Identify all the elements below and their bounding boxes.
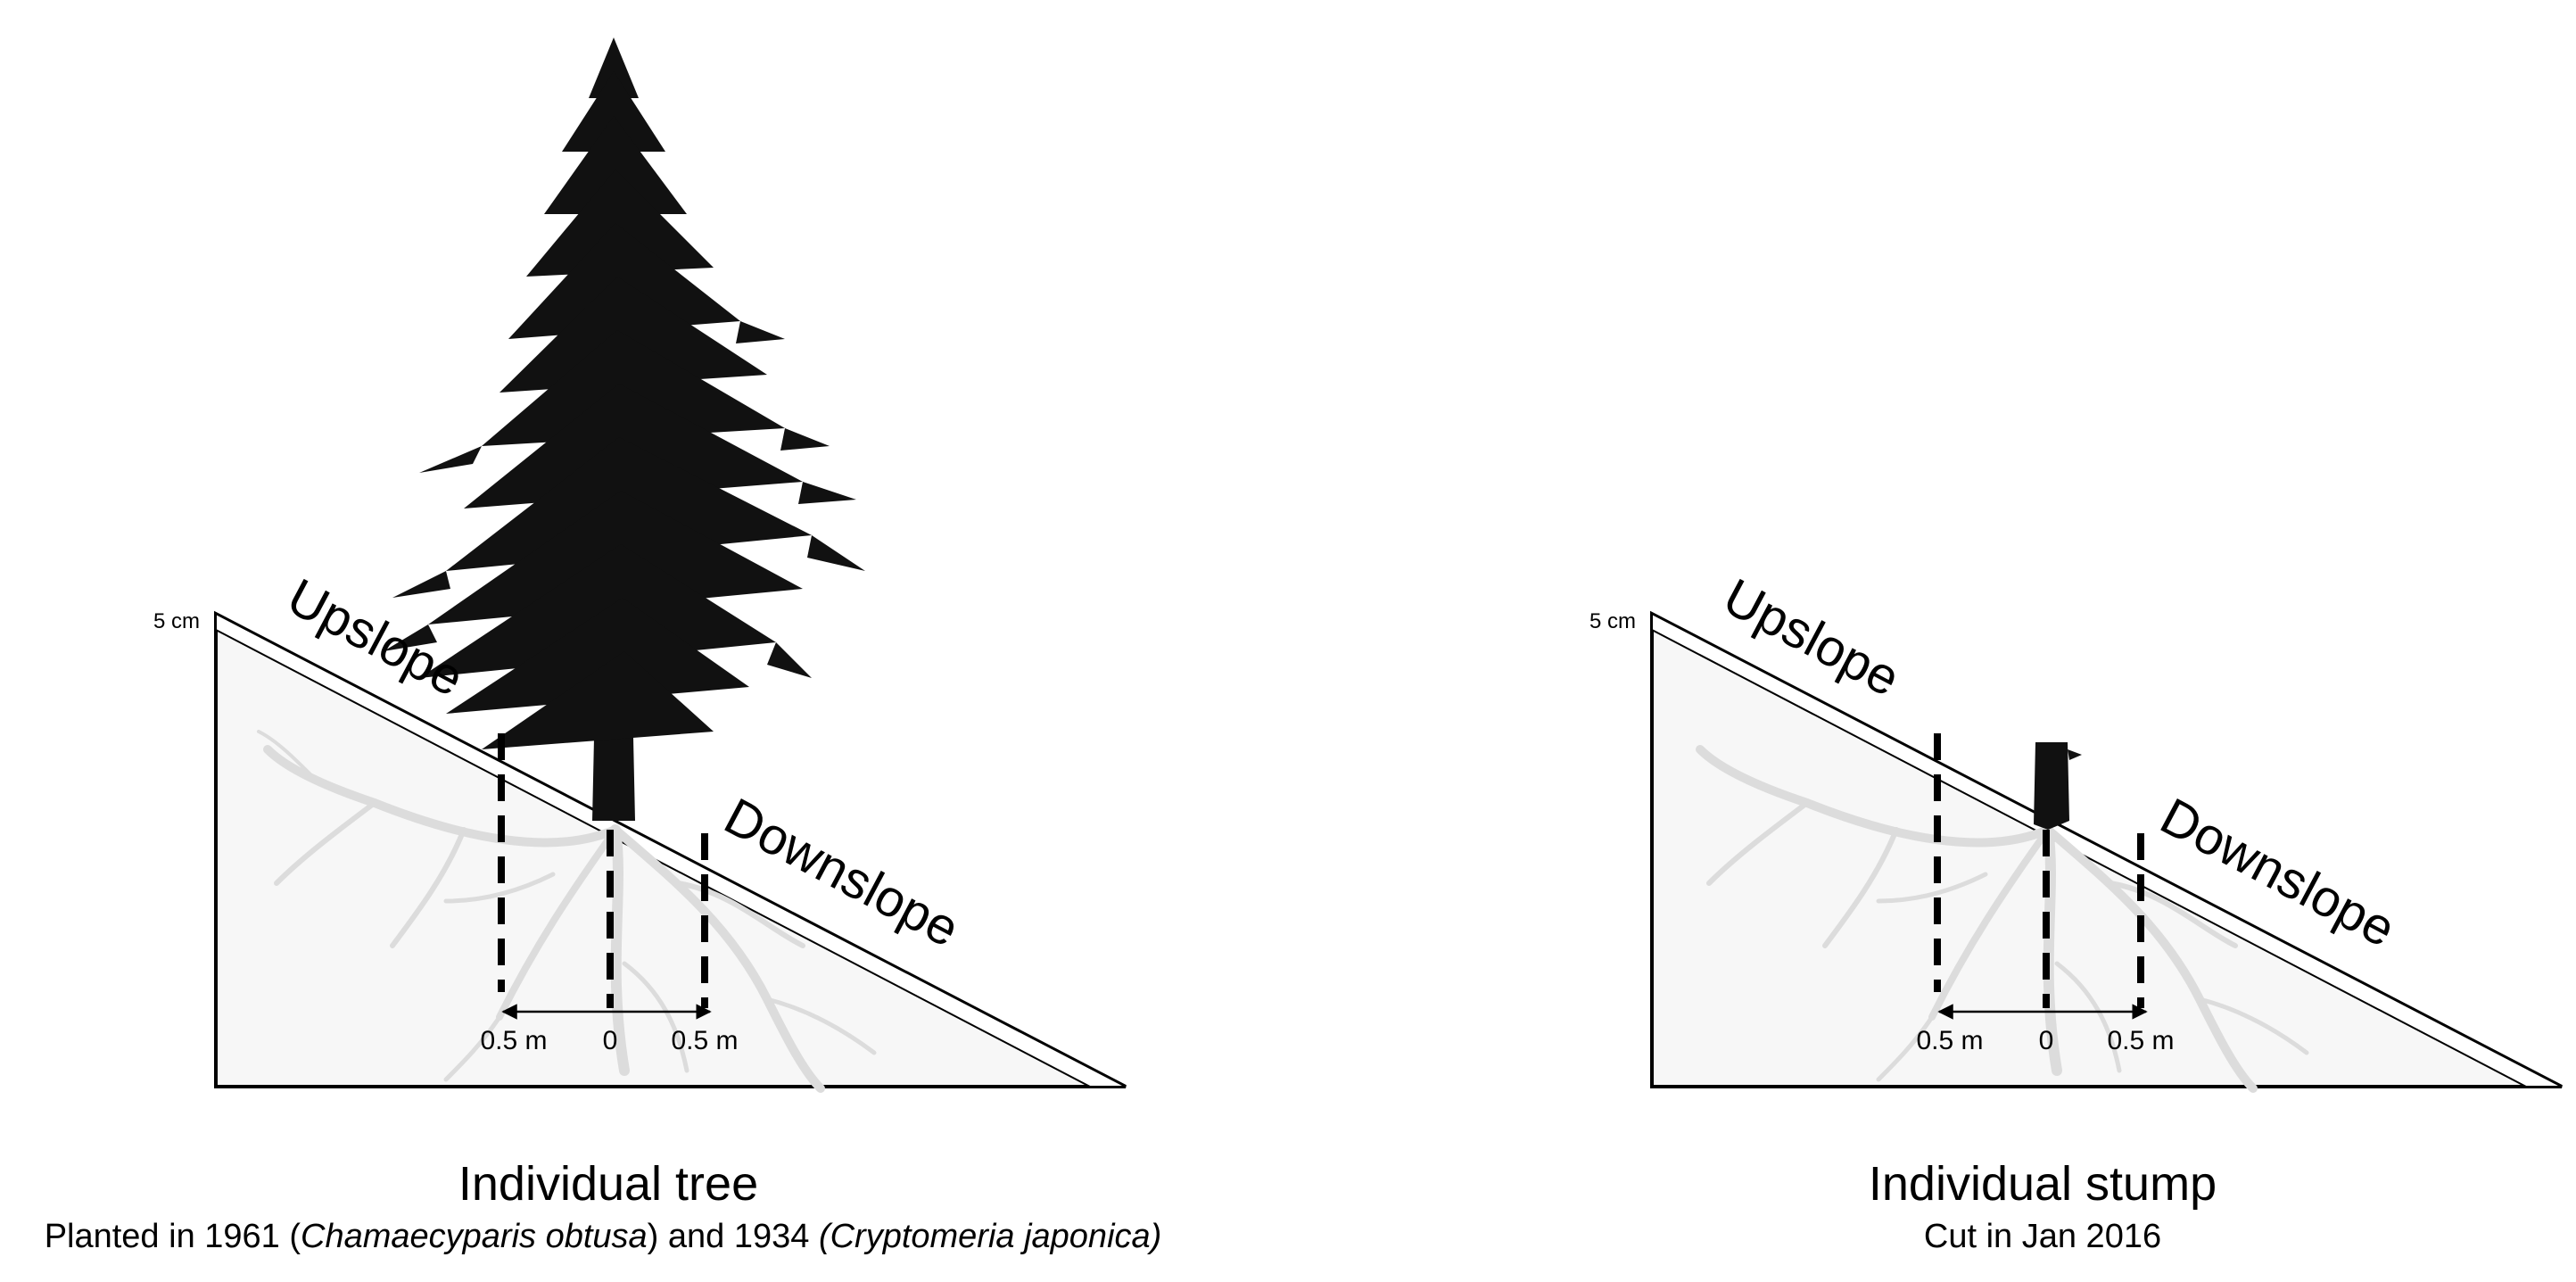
distance-label-left: 0.5 m	[1916, 1026, 1983, 1055]
thickness-label: 5 cm	[153, 609, 200, 633]
distance-label-center: 0	[2039, 1026, 2054, 1055]
stump-panel: 5 cm Upslope Downslope 0.5 m 0 0.5 m Ind…	[1589, 567, 2563, 1255]
tree-silhouette	[384, 37, 865, 821]
measurement-lines	[1934, 733, 2144, 1008]
panel-title: Individual tree	[458, 1157, 758, 1211]
distance-label-center: 0	[603, 1026, 618, 1055]
tree-panel: 5 cm Upslope Downslope 0.5 m 0 0.5 m Ind…	[45, 37, 1162, 1255]
stump-silhouette	[2034, 742, 2082, 830]
distance-label-left: 0.5 m	[480, 1026, 547, 1055]
subtitle-species2: (Cryptomeria japonica)	[819, 1218, 1161, 1255]
subtitle-part2: ) and 1934	[648, 1218, 819, 1255]
surface-layer	[1651, 612, 2563, 1088]
panel-subtitle: Cut in Jan 2016	[1924, 1218, 2161, 1255]
thickness-label: 5 cm	[1589, 609, 1636, 633]
measurement-lines	[498, 733, 708, 1008]
distance-label-right: 0.5 m	[2107, 1026, 2174, 1055]
distance-label-right: 0.5 m	[671, 1026, 738, 1055]
surface-layer	[215, 612, 1127, 1088]
panel-subtitle: Planted in 1961 (Chamaecyparis obtusa) a…	[45, 1218, 1162, 1255]
subtitle-part1: Planted in 1961 (	[45, 1218, 301, 1255]
panel-title: Individual stump	[1869, 1157, 2217, 1211]
subtitle-species1: Chamaecyparis obtusa	[301, 1218, 648, 1255]
root-system	[257, 730, 877, 1093]
